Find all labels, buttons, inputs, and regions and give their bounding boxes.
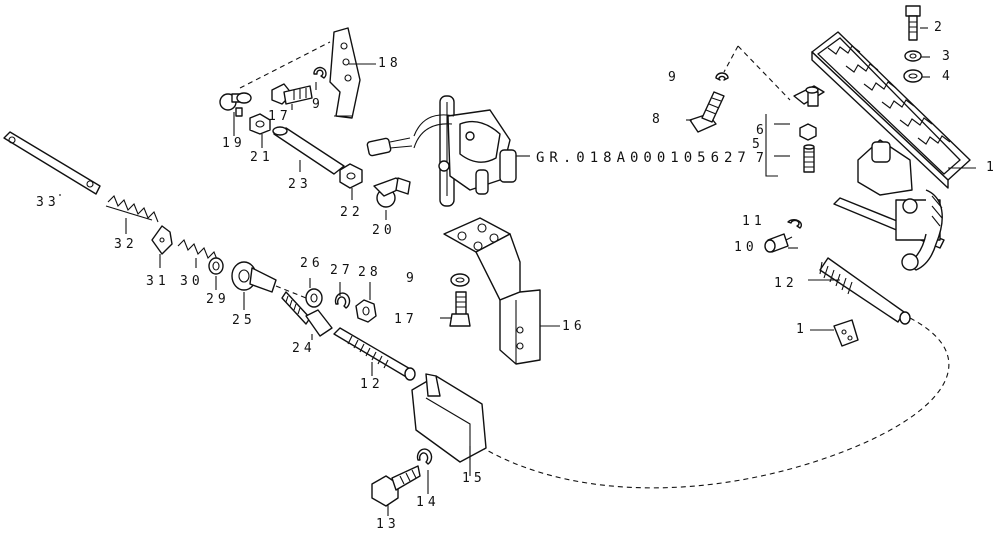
callout-17-lower: 17 bbox=[394, 312, 418, 327]
leader-18 bbox=[239, 41, 331, 89]
callout-3: 3 bbox=[942, 49, 954, 64]
callout-4: 4 bbox=[942, 69, 954, 84]
pin-10 bbox=[764, 233, 793, 253]
bracket-18 bbox=[329, 27, 361, 119]
pedal-sensor bbox=[366, 95, 517, 207]
callout-24: 24 bbox=[292, 341, 316, 356]
washer-26 bbox=[305, 288, 323, 308]
bracket-16 bbox=[443, 217, 541, 365]
callout-2: 2 bbox=[934, 20, 946, 35]
callout-26: 26 bbox=[300, 256, 324, 271]
callout-9-mid: 9 bbox=[312, 97, 324, 112]
callout-6: 6 bbox=[756, 123, 768, 138]
nut-22 bbox=[339, 163, 363, 189]
callout-11: 11 bbox=[742, 214, 766, 229]
bolt-17-lower bbox=[449, 291, 471, 327]
nut-28 bbox=[355, 299, 377, 323]
callout-1-clip: 1 bbox=[796, 322, 808, 337]
spring-32 bbox=[105, 195, 159, 223]
clip-9-mid bbox=[313, 66, 327, 79]
callout-30: 30 bbox=[180, 274, 204, 289]
spacer-23 bbox=[272, 126, 345, 175]
callout-29: 29 bbox=[206, 292, 230, 307]
nut-6 bbox=[799, 123, 817, 141]
clip-9-top bbox=[715, 72, 729, 81]
washer-14 bbox=[416, 448, 433, 465]
drawing-code: GR.018A000105627 bbox=[536, 150, 751, 166]
bolt-7 bbox=[803, 144, 815, 173]
leader-lines bbox=[59, 27, 976, 516]
callout-9-top: 9 bbox=[668, 70, 680, 85]
callout-25: 25 bbox=[232, 313, 256, 328]
callout-19: 19 bbox=[222, 136, 246, 151]
callout-15: 15 bbox=[462, 471, 486, 486]
callout-5: 5 bbox=[752, 137, 764, 152]
clamp-31 bbox=[151, 225, 173, 255]
cable-route bbox=[469, 317, 950, 489]
washer-3 bbox=[904, 50, 922, 62]
callout-12-right: 12 bbox=[774, 276, 798, 291]
callout-17-top: 17 bbox=[268, 109, 292, 124]
lockwasher-27 bbox=[334, 292, 351, 309]
callout-33: 33 bbox=[36, 195, 60, 210]
callout-9-lower: 9 bbox=[406, 271, 418, 286]
spring-30 bbox=[177, 239, 219, 263]
nut-29 bbox=[208, 257, 224, 275]
bracket-15 bbox=[411, 373, 487, 463]
leader-9-top bbox=[737, 45, 791, 101]
pedal-stop-bracket bbox=[793, 85, 825, 107]
callout-27: 27 bbox=[330, 263, 354, 278]
accelerator-pedal bbox=[811, 31, 971, 271]
rod-33 bbox=[3, 131, 101, 195]
washer-9-lower bbox=[450, 273, 470, 287]
callout-7: 7 bbox=[756, 151, 768, 166]
ball-socket-25 bbox=[231, 261, 307, 299]
clip-11 bbox=[787, 219, 803, 229]
callout-13: 13 bbox=[376, 517, 400, 532]
washer-4 bbox=[903, 69, 923, 83]
callout-22: 22 bbox=[340, 205, 364, 220]
screw-8 bbox=[689, 91, 725, 133]
callout-8: 8 bbox=[652, 112, 664, 127]
bolt-13 bbox=[371, 465, 421, 507]
bolt-17-top bbox=[271, 83, 313, 105]
callout-31: 31 bbox=[146, 274, 170, 289]
callout-14: 14 bbox=[416, 495, 440, 510]
callout-23: 23 bbox=[288, 177, 312, 192]
callout-18: 18 bbox=[378, 56, 402, 71]
clip-1 bbox=[833, 319, 859, 347]
callout-32: 32 bbox=[114, 237, 138, 252]
ball-joint-20 bbox=[373, 177, 411, 208]
ball-joint-19 bbox=[219, 92, 252, 117]
callout-16: 16 bbox=[562, 319, 586, 334]
nut-21 bbox=[249, 113, 271, 135]
leader-9-top-b bbox=[723, 45, 739, 73]
callout-12-left: 12 bbox=[360, 377, 384, 392]
cable-end-12-left bbox=[333, 327, 416, 381]
threaded-rod-24 bbox=[281, 291, 333, 337]
callout-10: 10 bbox=[734, 240, 758, 255]
callout-21: 21 bbox=[250, 150, 274, 165]
callout-1-pedal: 1 bbox=[986, 160, 998, 175]
bolt-2 bbox=[905, 5, 921, 41]
cable-end-12-right bbox=[819, 257, 911, 325]
callout-20: 20 bbox=[372, 223, 396, 238]
callout-28: 28 bbox=[358, 265, 382, 280]
